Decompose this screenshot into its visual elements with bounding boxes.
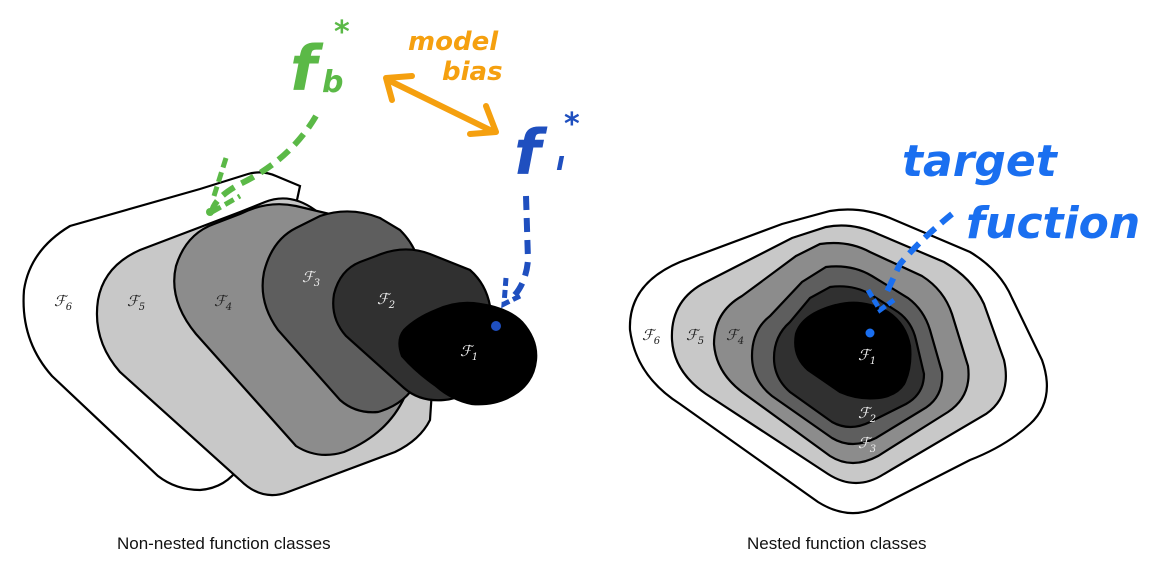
caption-non-nested: Non-nested function classes xyxy=(117,534,331,553)
target-label-line1: target xyxy=(902,136,1059,187)
fb-star-sup: * xyxy=(334,15,350,50)
fb-arrowhead xyxy=(210,157,242,215)
f1-star-sub: ı xyxy=(556,147,565,177)
target-dashed-arrow xyxy=(881,211,954,300)
model-bias-annotation: model bias xyxy=(383,27,503,137)
nested-diagram xyxy=(628,208,1048,515)
f1-arrowhead xyxy=(501,277,522,309)
f1-point xyxy=(491,321,501,331)
target-arrowhead xyxy=(865,288,896,314)
fb-dashed-arrow xyxy=(209,114,319,213)
fb-star-sub: b xyxy=(322,65,343,100)
class-region-f1-right xyxy=(794,301,912,400)
target-point xyxy=(865,328,875,338)
model-bias-line1: model xyxy=(408,27,499,57)
f1-star-annotation: f ı * xyxy=(491,107,580,331)
target-function-annotation: target fuction xyxy=(865,136,1140,338)
model-bias-line2: bias xyxy=(442,57,503,87)
f1-star-sup: * xyxy=(564,107,580,142)
model-bias-double-arrow xyxy=(385,77,497,135)
f1-star-label: f xyxy=(514,116,548,189)
class-region-f1-left xyxy=(398,301,538,406)
target-label-line2: fuction xyxy=(966,198,1140,249)
caption-nested: Nested function classes xyxy=(747,534,927,553)
f1-dashed-arrow xyxy=(509,195,532,301)
non-nested-diagram xyxy=(22,171,538,497)
model-bias-arrowhead-left xyxy=(383,73,415,103)
model-bias-arrowhead-right xyxy=(467,103,499,137)
fb-star-label: f xyxy=(290,32,324,105)
fb-point xyxy=(206,208,214,216)
